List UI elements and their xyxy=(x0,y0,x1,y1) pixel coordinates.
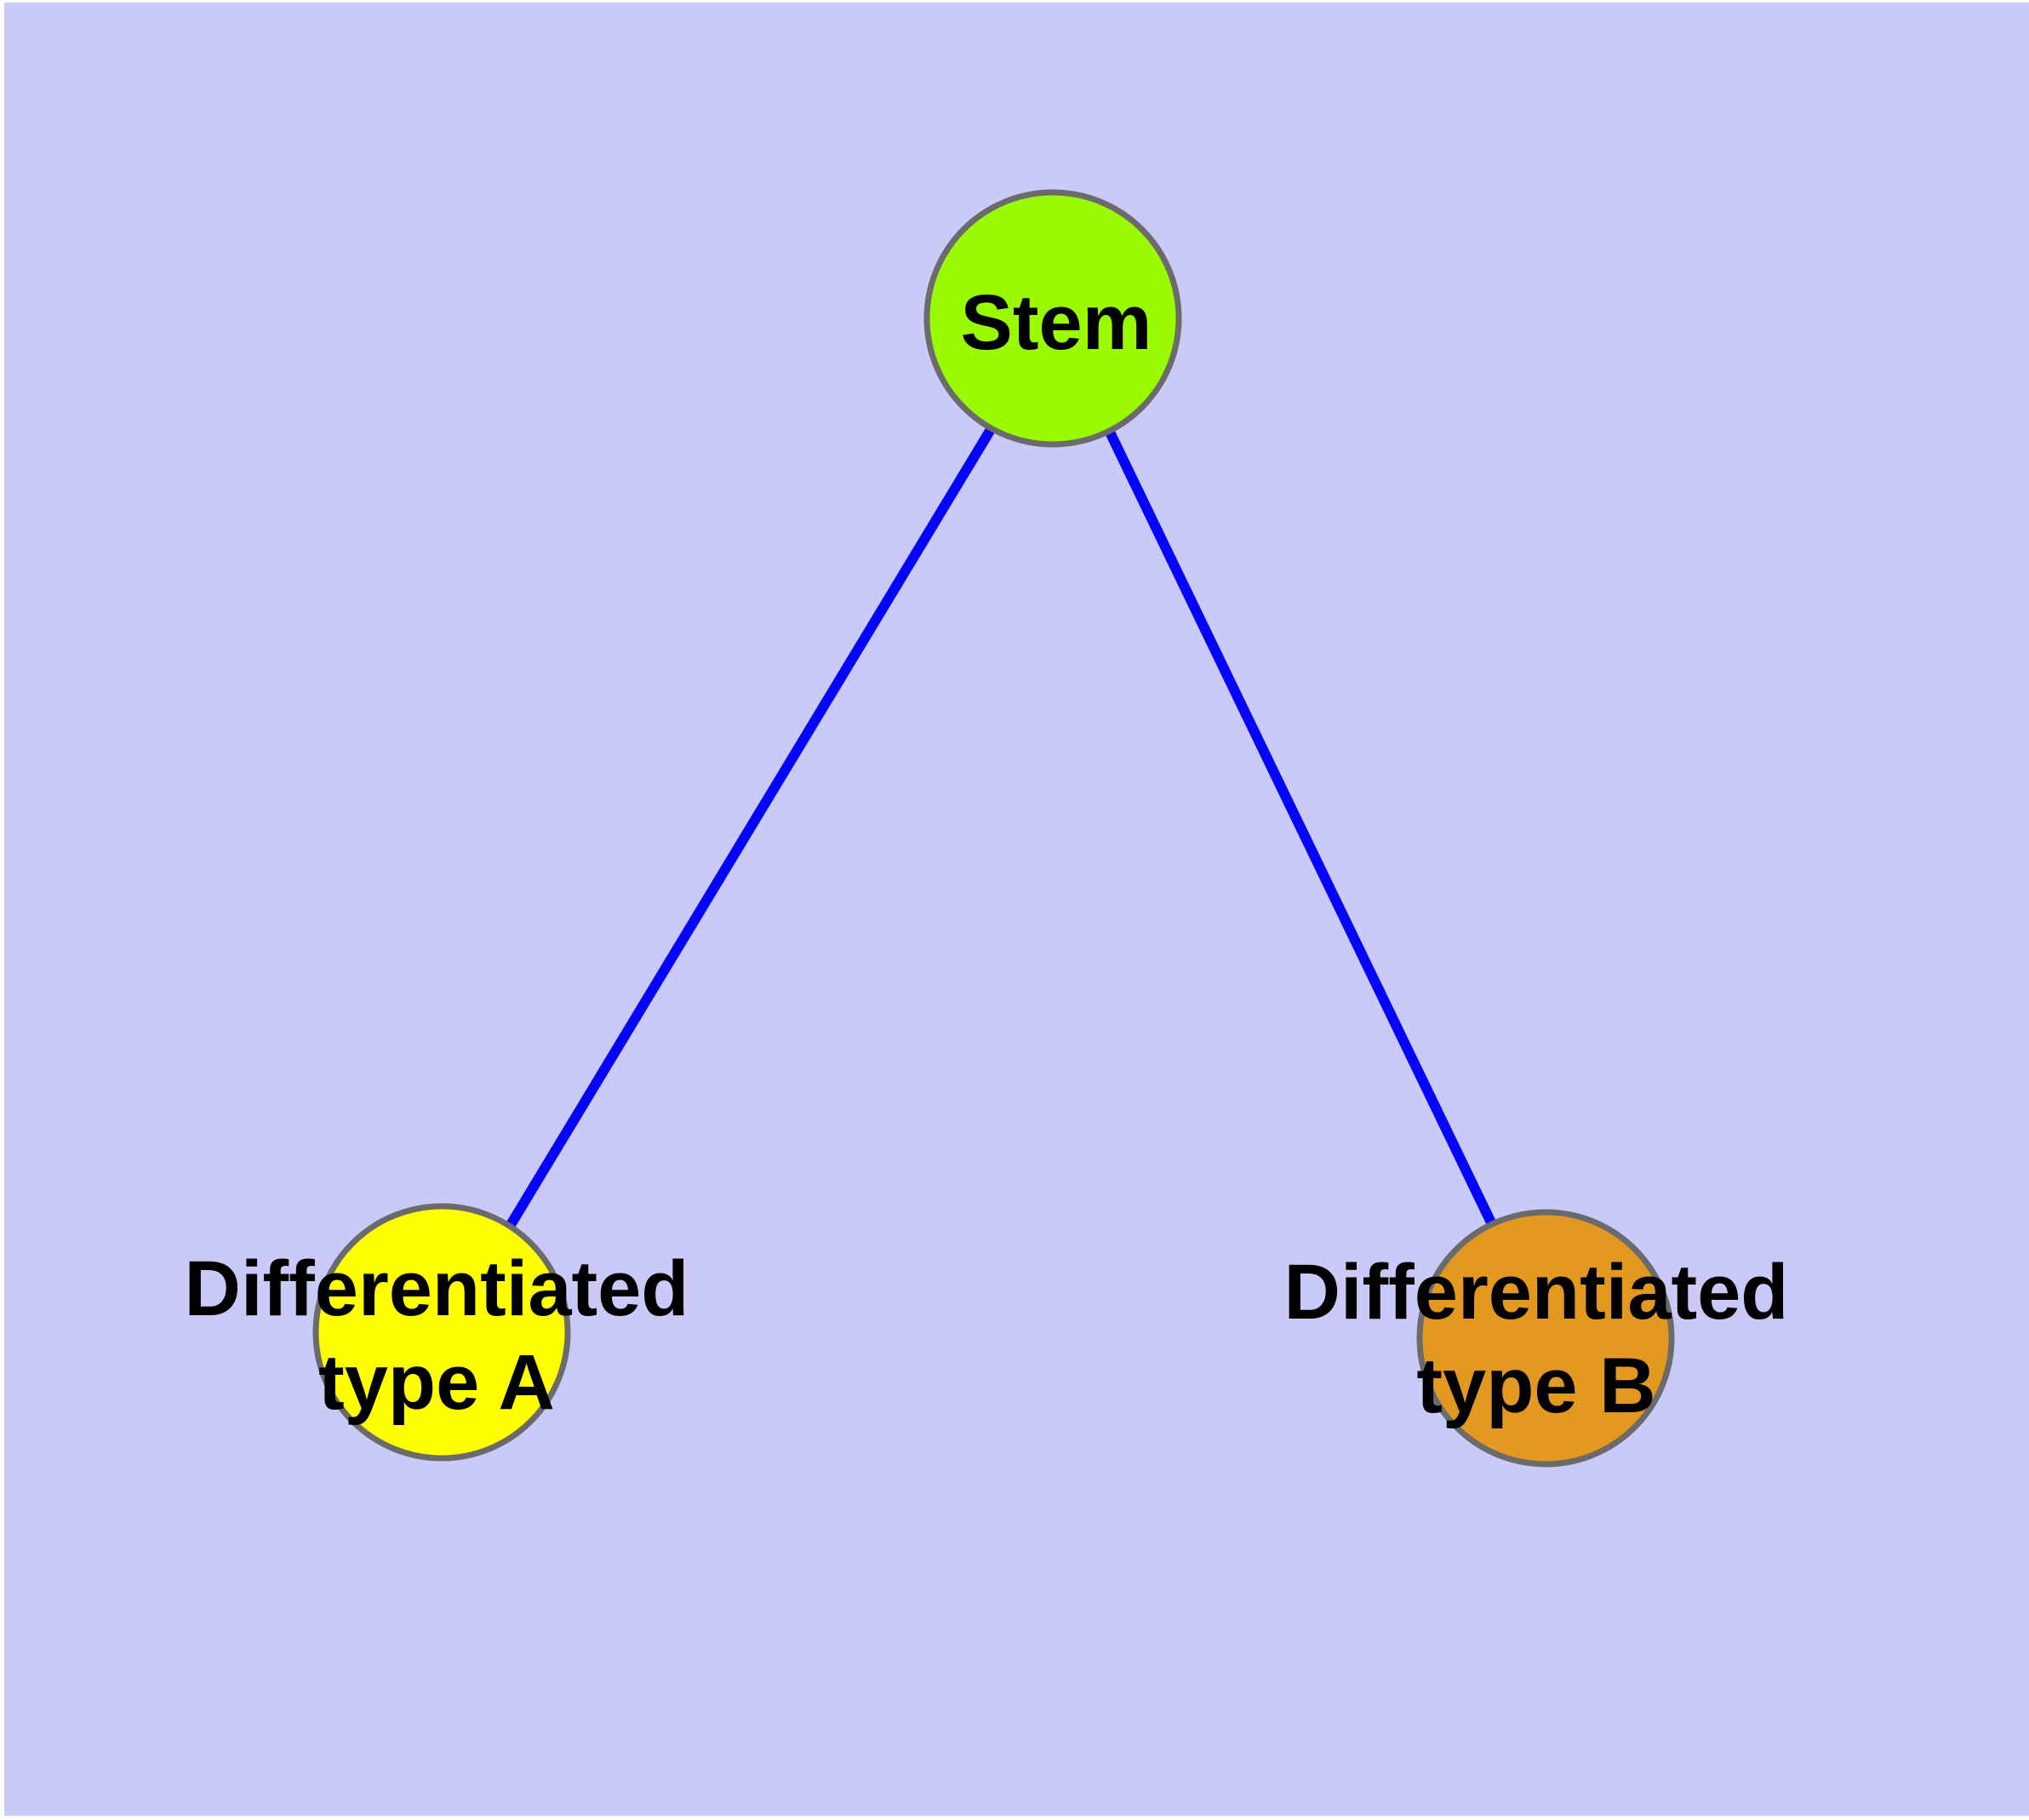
node-type-b-label-line2: type B xyxy=(1416,1342,1656,1429)
node-type-a-label: Differentiated type A xyxy=(185,1242,689,1429)
node-type-a-circle xyxy=(312,1203,571,1462)
edge-stem-to-type-b xyxy=(1051,318,1553,1343)
node-stem-label: Stem xyxy=(961,276,1152,369)
edge-stem-to-type-a xyxy=(439,318,1061,1338)
diagram-canvas: Stem Differentiated type A Differentiate… xyxy=(4,3,2029,1816)
node-stem-circle xyxy=(923,189,1182,448)
node-type-a-label-line2: type A xyxy=(318,1339,555,1426)
node-type-b-label: Differentiated type B xyxy=(1284,1245,1789,1433)
node-type-b-circle xyxy=(1416,1209,1675,1468)
node-type-b-label-line1: Differentiated xyxy=(1283,1249,1789,1336)
graph-svg xyxy=(312,189,1675,1468)
node-stem-label-line1: Stem xyxy=(960,279,1152,366)
node-type-a-label-line1: Differentiated xyxy=(184,1245,689,1332)
